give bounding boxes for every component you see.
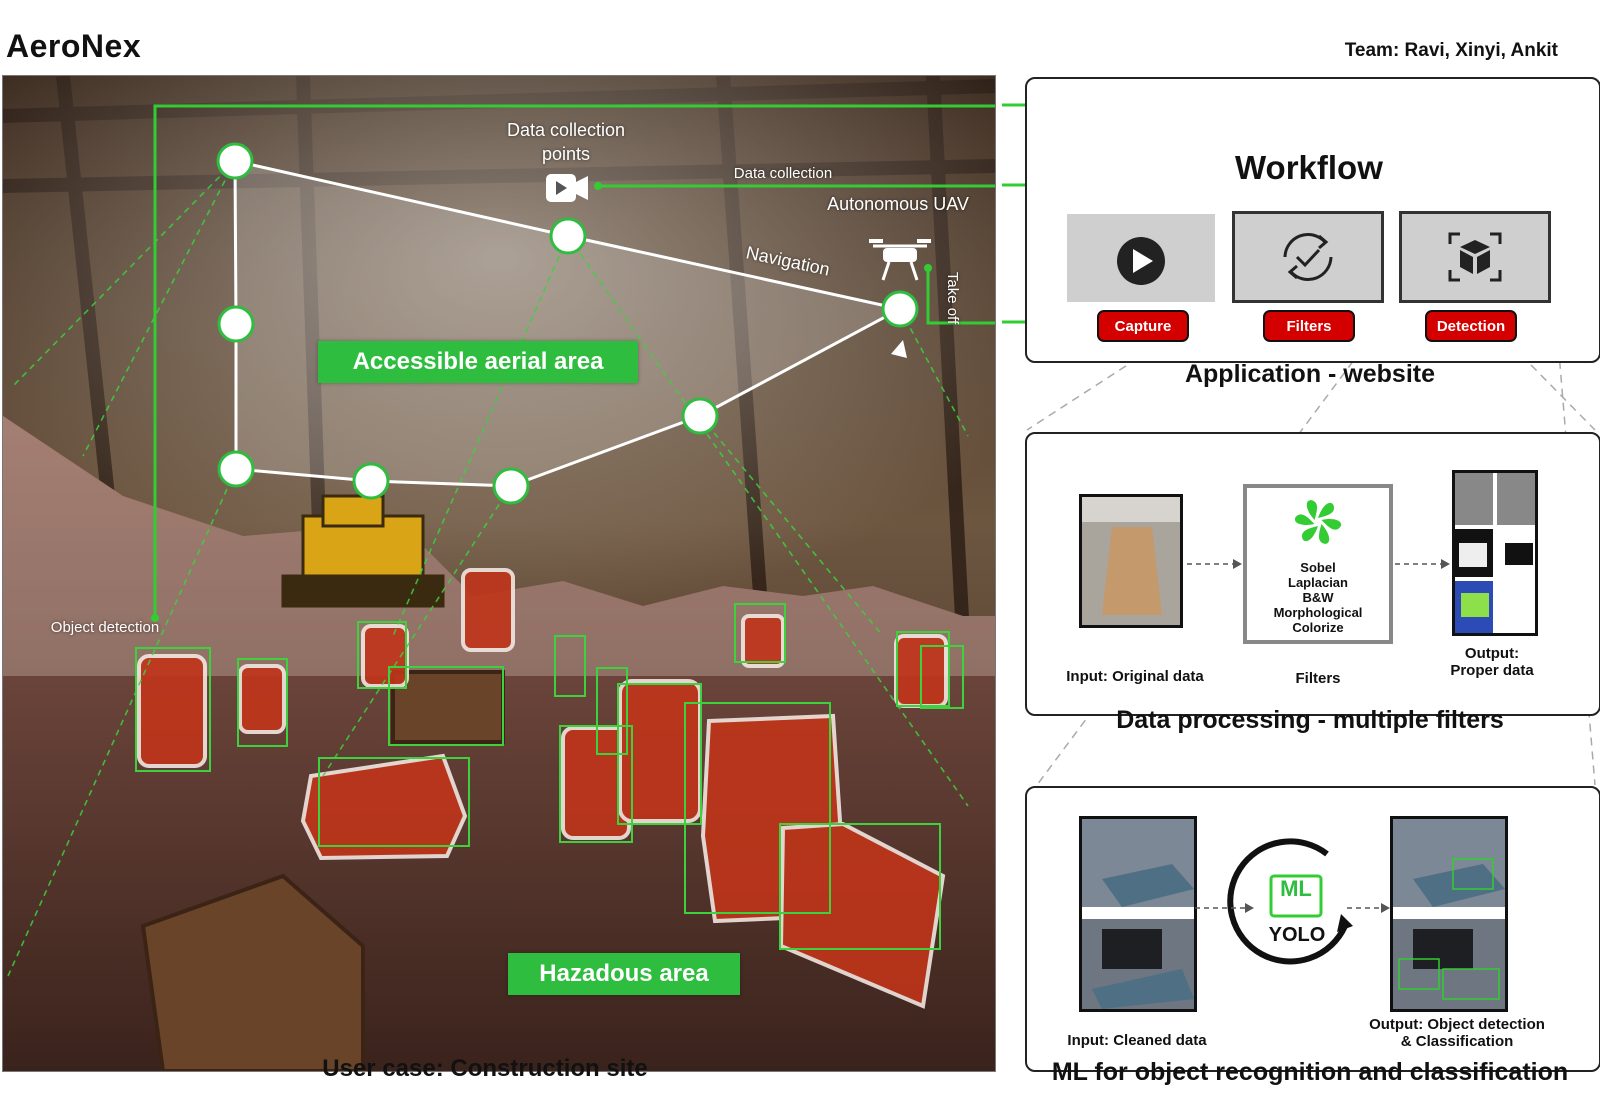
video-camera-icon (546, 174, 588, 202)
waypoint (681, 397, 719, 435)
team-credits: Team: Ravi, Xinyi, Ankit (1344, 40, 1558, 61)
filter-item: Colorize (1292, 620, 1344, 635)
filter-item: Sobel (1300, 560, 1336, 575)
waypoint (549, 217, 587, 255)
direction-arrow (891, 340, 907, 358)
waypoint (492, 467, 530, 505)
filter-list: Sobel Laplacian B&W Morphological Colori… (1247, 560, 1389, 635)
scene-caption: User case: Construction site (322, 1055, 648, 1082)
detection-button[interactable]: Detection (1425, 310, 1517, 342)
output-detection-thumbnail (1390, 816, 1508, 1012)
3d-box-scan-icon (1448, 232, 1502, 282)
construction-scene: Data collection points Data collection A… (2, 75, 996, 1072)
processing-caption: Data processing - multiple filters (1116, 706, 1504, 734)
output-proper-label-line2: Proper data (1450, 662, 1534, 679)
input-original-label: Input: Original data (1066, 668, 1204, 685)
filter-item: Morphological (1273, 605, 1363, 620)
waypoint (881, 290, 919, 328)
pinwheel-icon (1294, 500, 1342, 544)
output-proper-thumbnail (1452, 470, 1538, 636)
detection-preview (1399, 211, 1551, 303)
application-caption: Application - website (1184, 360, 1436, 388)
data-collection-points-label: Data collection points (506, 120, 626, 164)
workflow-title: Workflow (1235, 149, 1383, 186)
ml-panel: Input: Cleaned data ML YOLO Output: Obje… (1025, 786, 1600, 1072)
capture-button[interactable]: Capture (1097, 310, 1189, 342)
waypoint (352, 462, 390, 500)
output-proper-label-line1: Output: (1464, 645, 1520, 662)
waypoint (217, 305, 255, 343)
waypoint (217, 450, 255, 488)
output-proper-label: Output: Proper data (1422, 645, 1562, 679)
application-panel: Workflow Capture Filters (1025, 77, 1600, 363)
processing-flow-arrows (1187, 559, 1450, 569)
data-collection-label: Data collection (733, 165, 833, 182)
ml-badge: ML (1280, 876, 1312, 901)
brand-title: AeroNex (6, 28, 142, 64)
scene-connectors (153, 104, 995, 618)
filters-label: Filters (1295, 670, 1341, 687)
filters-button[interactable]: Filters (1263, 310, 1355, 342)
ml-flow-arrows (1195, 903, 1390, 913)
output-detection-label-line1: Output: Object detection (1369, 1016, 1545, 1033)
play-icon (1117, 237, 1165, 285)
accessible-area-banner: Accessible aerial area (318, 341, 638, 383)
drone-icon (869, 239, 931, 281)
waypoints (216, 142, 919, 505)
output-detection-label: Output: Object detection & Classificatio… (1357, 1016, 1557, 1050)
yolo-label: YOLO (1268, 924, 1326, 946)
filter-item: Laplacian (1288, 575, 1348, 590)
accessible-region (235, 161, 900, 486)
projection-lines (7, 160, 969, 977)
hazardous-area-banner: Hazadous area (508, 953, 740, 995)
detection-boxes (135, 603, 964, 950)
input-cleaned-label: Input: Cleaned data (1067, 1032, 1207, 1049)
input-cleaned-thumbnail (1079, 816, 1197, 1012)
refresh-check-icon (1283, 232, 1333, 282)
filters-preview (1232, 211, 1384, 303)
filters-box: Sobel Laplacian B&W Morphological Colori… (1243, 484, 1393, 644)
object-detection-label: Object detection (50, 619, 160, 636)
ml-chip-icon (1269, 874, 1323, 918)
wooden-crates (140, 670, 505, 1071)
autonomous-uav-label: Autonomous UAV (827, 194, 969, 214)
capture-preview (1067, 214, 1215, 302)
bulldozer (281, 494, 445, 608)
filter-item: B&W (1302, 590, 1334, 605)
processing-panel: Input: Original data Sobel Laplacian B&W… (1025, 432, 1600, 716)
output-detection-label-line2: & Classification (1400, 1033, 1514, 1050)
ml-caption: ML for object recognition and classifica… (1051, 1058, 1569, 1086)
waypoint (216, 142, 254, 180)
yolo-model (1227, 838, 1353, 965)
input-original-thumbnail (1079, 494, 1183, 628)
